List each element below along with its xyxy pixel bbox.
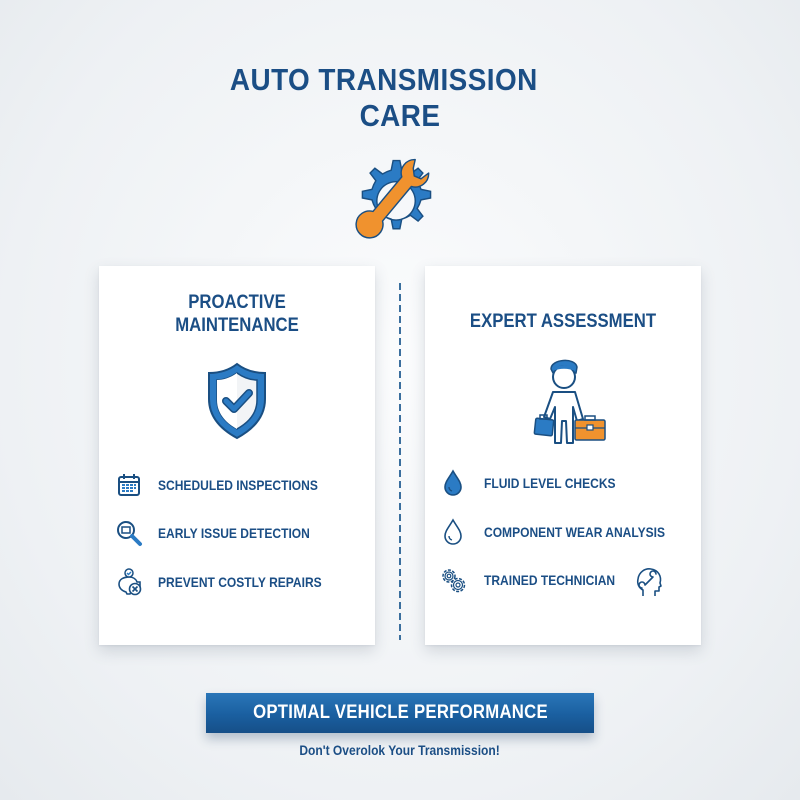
list-item: TRAINED TECHNICIAN xyxy=(425,566,701,596)
card-title-line-2: MAINTENANCE xyxy=(175,315,299,336)
expert-assessment-card: EXPERT ASSESSMENT FLUID LEVEL CHECKS COM… xyxy=(425,266,701,645)
banner-text: OPTIMAL VEHICLE PERFORMANCE xyxy=(252,702,548,723)
gear-wrench-icon xyxy=(355,158,432,239)
head-wrench-icon xyxy=(636,568,662,596)
filled-droplet-icon xyxy=(444,469,462,496)
item-label: SCHEDULED INSPECTIONS xyxy=(158,477,318,493)
card-title-line-1: PROACTIVE xyxy=(188,292,286,313)
item-label: FLUID LEVEL CHECKS xyxy=(484,475,616,491)
item-label: TRAINED TECHNICIAN xyxy=(484,572,616,588)
list-item: COMPONENT WEAR ANALYSIS xyxy=(425,518,701,546)
shield-check-icon xyxy=(208,362,266,440)
card-title: PROACTIVE MAINTENANCE xyxy=(116,291,359,337)
list-item: FLUID LEVEL CHECKS xyxy=(425,469,701,497)
outline-droplet-icon xyxy=(444,518,462,545)
card-title: EXPERT ASSESSMENT xyxy=(469,311,657,332)
proactive-maintenance-card: PROACTIVE MAINTENANCE SCHEDULED INSPECTI… xyxy=(99,266,375,645)
dashed-divider xyxy=(399,283,401,640)
item-label: PREVENT COSTLY REPAIRS xyxy=(158,574,322,590)
list-item: SCHEDULED INSPECTIONS xyxy=(99,471,375,499)
magnifier-icon xyxy=(117,521,142,546)
gears-icon xyxy=(442,569,466,593)
calendar-icon xyxy=(118,474,140,496)
performance-banner: OPTIMAL VEHICLE PERFORMANCE xyxy=(206,693,594,733)
list-item: EARLY ISSUE DETECTION xyxy=(99,519,375,547)
technician-briefcase-icon xyxy=(533,359,606,444)
tagline-text: Don't Overolok Your Transmission! xyxy=(299,742,501,758)
list-item: PREVENT COSTLY REPAIRS xyxy=(99,568,375,596)
page-title: AUTO TRANSMISSION CARE xyxy=(40,62,760,134)
piggy-bank-icon xyxy=(118,568,142,596)
item-label: EARLY ISSUE DETECTION xyxy=(158,525,310,541)
title-line-1: AUTO TRANSMISSION xyxy=(229,62,538,97)
item-label: COMPONENT WEAR ANALYSIS xyxy=(484,524,666,540)
tagline: Don't Overolok Your Transmission! xyxy=(0,742,800,758)
title-line-2: CARE xyxy=(359,98,441,133)
